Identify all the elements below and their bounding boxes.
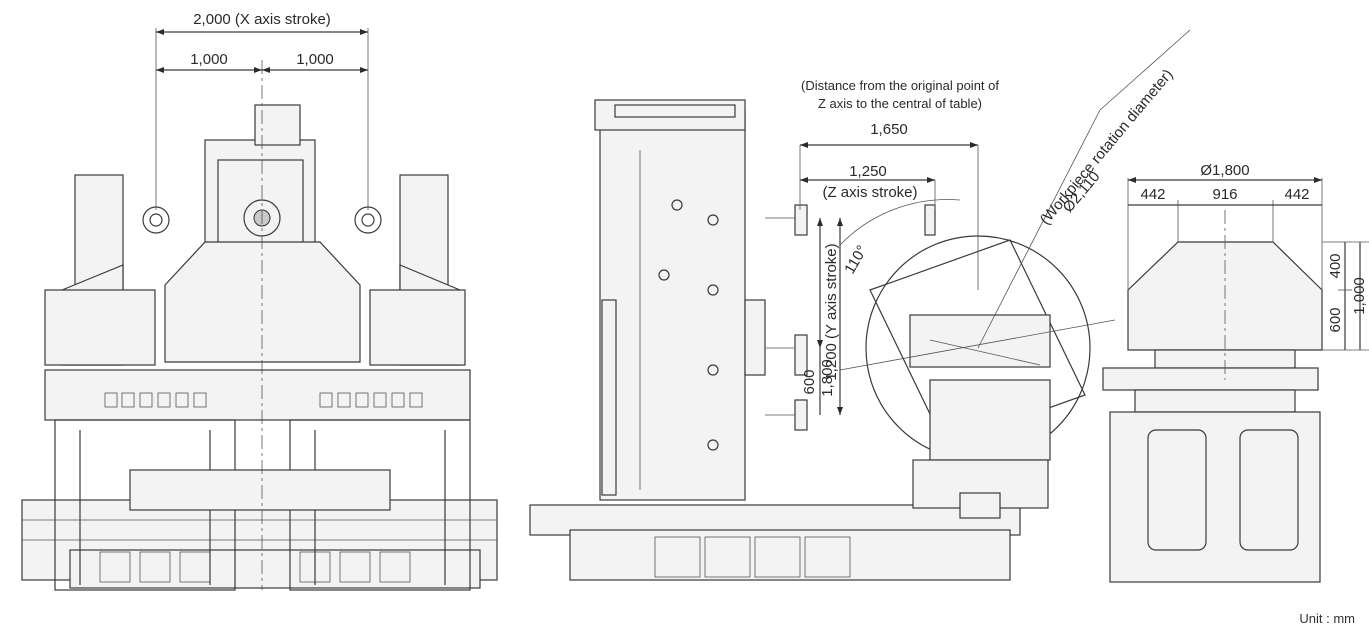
x-stroke-label: 2,000 (X axis stroke): [193, 11, 331, 28]
table-diameter-label: Ø1,800: [1200, 162, 1249, 179]
y-stroke-label: 1,200 (Y axis stroke): [823, 243, 840, 380]
y-low-label: 600: [801, 369, 818, 394]
rotation-angle-label: 110°: [841, 243, 871, 277]
unit-label: Unit : mm: [1299, 611, 1355, 626]
table-center-label: 916: [1212, 186, 1237, 203]
table-left-label: 442: [1140, 186, 1165, 203]
front-view: [21, 28, 498, 591]
side-view: [529, 29, 1191, 581]
distance-note-line1: (Distance from the original point of: [801, 78, 999, 93]
distance-value-label: 1,650: [870, 121, 908, 138]
height-bottom-label: 600: [1327, 307, 1344, 332]
x-half-left-label: 1,000: [190, 51, 228, 68]
z-stroke-value-label: 1,250: [849, 163, 887, 180]
distance-note-line2: Z axis to the central of table): [818, 96, 982, 111]
table-right-label: 442: [1284, 186, 1309, 203]
x-half-right-label: 1,000: [296, 51, 334, 68]
z-stroke-label: (Z axis stroke): [822, 184, 917, 201]
height-total-label: 1,000: [1351, 277, 1368, 315]
y-total-label: 1,800: [819, 359, 836, 397]
table-view: [1102, 177, 1369, 583]
workpiece-label: (Workpiece rotation diameter): [1037, 66, 1177, 228]
height-top-label: 400: [1327, 253, 1344, 278]
